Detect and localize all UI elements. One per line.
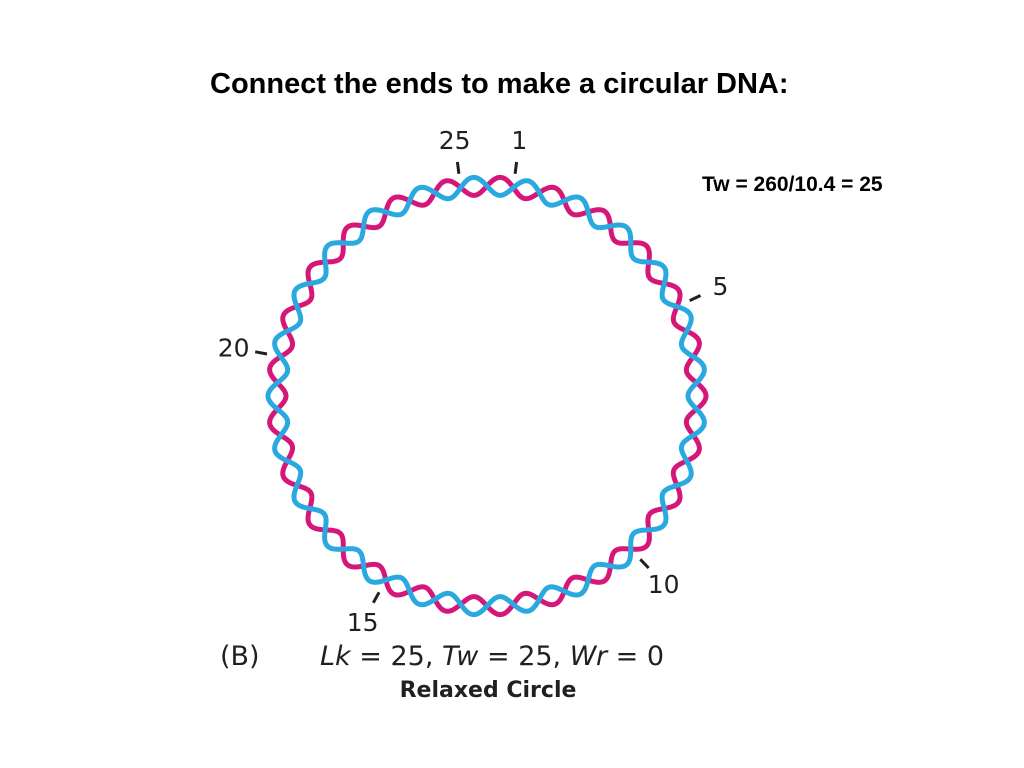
twist-equation: Tw = 260/10.4 = 25 (702, 173, 883, 196)
dna-double-helix (265, 174, 709, 618)
wr-value: 0 (647, 641, 664, 672)
caption-subtitle: Relaxed Circle (400, 678, 577, 703)
topology-values: Lk = 25, Tw = 25, Wr = 0 (320, 641, 664, 672)
lk-symbol: Lk (320, 641, 352, 672)
wr-equals: = (607, 641, 647, 672)
marker-tick (455, 161, 461, 174)
marker-tick (689, 294, 702, 302)
lk-value: 25 (390, 641, 424, 672)
marker-tick (513, 161, 519, 174)
marker-tick (639, 558, 650, 570)
lk-separator: , (425, 641, 442, 672)
tw-symbol: Tw (442, 641, 479, 672)
wr-symbol: Wr (570, 641, 609, 672)
slide-title: Connect the ends to make a circular DNA: (210, 68, 789, 100)
marker-label: 5 (712, 272, 728, 301)
tw-equals: = (478, 641, 518, 672)
strand-cyan (265, 174, 707, 618)
marker-label: 1 (511, 126, 527, 155)
lk-equals: = (351, 641, 391, 672)
marker-tick (254, 350, 268, 356)
tw-value: 25 (518, 641, 552, 672)
marker-label: 25 (439, 126, 471, 155)
marker-label: 15 (347, 608, 379, 637)
marker-label: 10 (648, 570, 680, 599)
marker-tick (371, 591, 381, 604)
panel-label: (B) (220, 641, 260, 672)
tw-separator: , (553, 641, 570, 672)
marker-label: 20 (218, 334, 250, 363)
